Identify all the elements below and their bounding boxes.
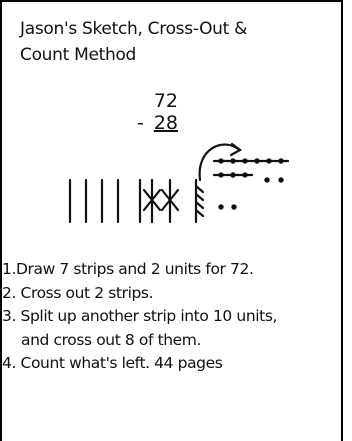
step-1: 1.Draw 7 strips and 2 units for 72. bbox=[2, 258, 342, 282]
step-3-number: 3. bbox=[2, 307, 16, 325]
step-3: 3. Split up another strip into 10 units,… bbox=[2, 305, 342, 352]
steps-list: 1.Draw 7 strips and 2 units for 72. 2. C… bbox=[2, 258, 342, 376]
step-2-number: 2. bbox=[2, 284, 16, 302]
step-1-text: Draw 7 strips and 2 units for 72. bbox=[16, 260, 253, 278]
step-1-number: 1. bbox=[2, 260, 16, 278]
unit-dots bbox=[218, 158, 283, 209]
split-strip bbox=[196, 180, 203, 222]
step-4-text: Count what's left. 44 pages bbox=[21, 354, 223, 372]
step-3-text: Split up another strip into 10 units, bbox=[21, 307, 278, 325]
step-2: 2. Cross out 2 strips. bbox=[2, 282, 342, 306]
step-3-continuation: and cross out 8 of them. bbox=[2, 329, 342, 353]
step-2-text: Cross out 2 strips. bbox=[21, 284, 154, 302]
step-4-number: 4. bbox=[2, 354, 16, 372]
step-4: 4. Count what's left. 44 pages bbox=[2, 352, 342, 376]
crossed-strip-a bbox=[144, 180, 160, 222]
crossed-strip-b bbox=[162, 180, 178, 222]
